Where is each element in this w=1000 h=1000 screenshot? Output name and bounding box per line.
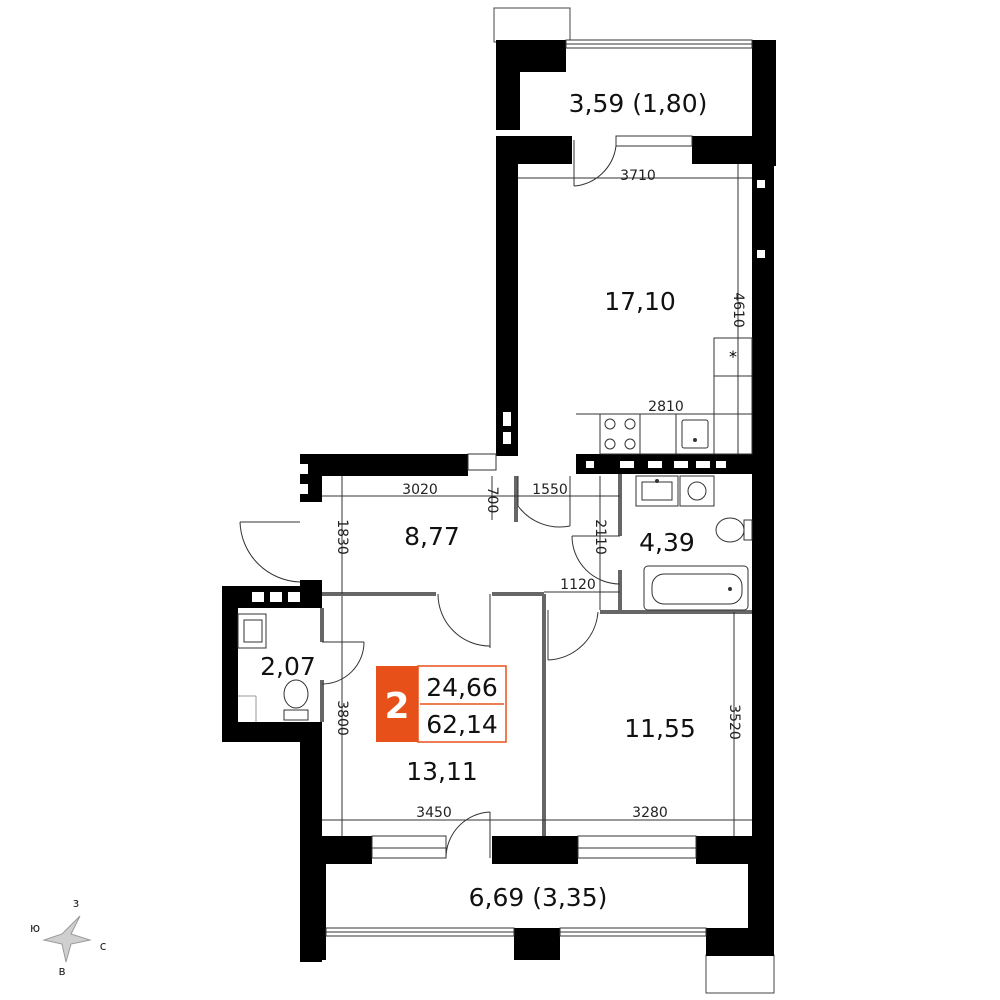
room-area-living-kitchen: 17,10 — [604, 287, 676, 316]
summary-badge: 2 24,66 62,14 — [376, 665, 507, 743]
room-area-bathroom: 4,39 — [639, 528, 695, 557]
dim-700: 700 — [484, 487, 500, 514]
dim-1830: 1830 — [334, 519, 350, 555]
dim-1550: 1550 — [532, 482, 568, 498]
rooms-count-box — [376, 666, 418, 742]
total-area: 62,14 — [426, 710, 498, 739]
stove — [599, 413, 641, 455]
dim-2110: 2110 — [592, 519, 608, 555]
living-area: 24,66 — [426, 673, 498, 702]
dim-3280: 3280 — [632, 805, 668, 821]
dim-3020: 3020 — [402, 482, 438, 498]
svg-text:*: * — [729, 347, 737, 366]
room-area-wc: 2,07 — [260, 652, 316, 681]
dimension-lines — [322, 164, 752, 836]
kitchen-counter — [639, 413, 677, 455]
bath-toilet — [715, 517, 745, 543]
walls — [222, 40, 776, 962]
room-area-loggia-top: 3,59 (1,80) — [569, 89, 708, 118]
wc-fixtures — [237, 613, 309, 722]
dim-4610: 4610 — [730, 292, 746, 328]
room-area-hall: 8,77 — [404, 522, 460, 551]
doors — [239, 140, 621, 859]
room-area-bedroom-right: 11,55 — [624, 714, 696, 743]
dim-1120: 1120 — [560, 577, 596, 593]
compass-west: з — [73, 896, 79, 910]
dim-3450: 3450 — [416, 805, 452, 821]
room-area-bedroom-left: 13,11 — [406, 757, 478, 786]
compass-rose-icon — [42, 915, 92, 963]
compass-east: в — [58, 964, 65, 978]
bottom-balcony-slab — [705, 954, 775, 994]
compass: з ю с в — [30, 896, 106, 978]
bathroom-fixtures — [635, 475, 753, 611]
top-balcony-slab — [493, 7, 571, 43]
dim-3800: 3800 — [334, 700, 350, 736]
washing-machine — [679, 475, 715, 507]
dim-2810: 2810 — [648, 399, 684, 415]
bathtub — [643, 565, 749, 611]
room-area-loggia-bottom: 6,69 (3,35) — [469, 883, 608, 912]
compass-south: ю — [30, 921, 40, 935]
rooms-count: 2 — [384, 686, 409, 727]
kitchen-fixtures: * — [599, 337, 753, 455]
windows — [325, 39, 753, 937]
compass-north: с — [100, 939, 107, 953]
wall-openings — [252, 180, 765, 602]
dim-3520: 3520 — [726, 704, 742, 740]
wc-toilet — [283, 679, 309, 709]
dim-3710: 3710 — [620, 168, 656, 184]
partitions — [320, 474, 752, 836]
